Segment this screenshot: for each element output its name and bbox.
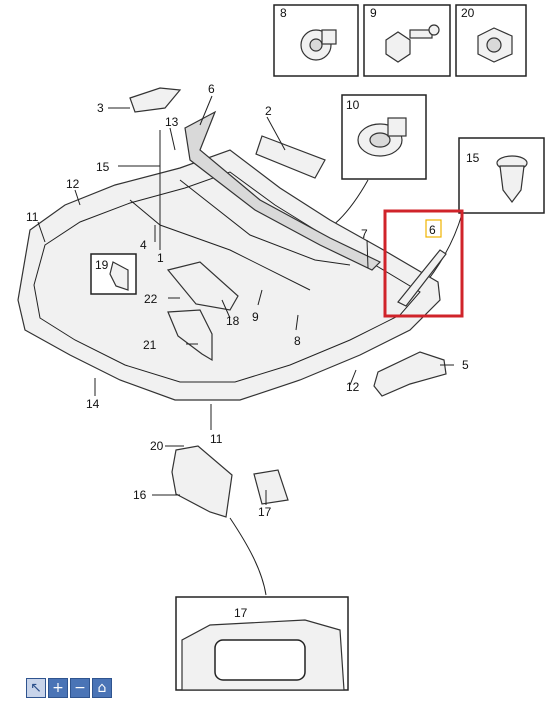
minus-icon[interactable]: − xyxy=(70,678,90,698)
diagram-toolbar: ↖ + − ⌂ xyxy=(26,678,112,698)
callout-19: 19 xyxy=(95,258,109,272)
highlight-selection xyxy=(383,209,464,318)
callout-7: 7 xyxy=(361,227,368,241)
callout-4: 4 xyxy=(140,238,147,252)
callout-22: 22 xyxy=(144,292,158,306)
callout-21: 21 xyxy=(143,338,157,352)
detail-box-10[interactable]: 10 xyxy=(341,94,427,180)
callout-11-bottom: 11 xyxy=(210,432,223,446)
detail-box-8[interactable]: 8 xyxy=(273,4,359,77)
callout-9: 9 xyxy=(252,310,259,324)
callout-20-top: 20 xyxy=(461,6,475,20)
detail-box-15[interactable]: 15 xyxy=(458,137,545,214)
callout-14: 14 xyxy=(86,397,100,411)
callout-12-left: 12 xyxy=(66,177,80,191)
label-box-6 xyxy=(425,219,442,238)
callout-2: 2 xyxy=(265,104,272,118)
callout-15-right: 15 xyxy=(466,151,480,165)
plus-icon[interactable]: + xyxy=(48,678,68,698)
detail-box-19[interactable]: 19 xyxy=(90,253,137,295)
detail-box-20[interactable]: 20 xyxy=(455,4,527,77)
callout-15: 15 xyxy=(96,160,110,174)
callout-13: 13 xyxy=(165,115,179,129)
callout-12-right: 12 xyxy=(346,380,360,394)
callout-8: 8 xyxy=(294,334,301,348)
callout-labels: 3 6 2 13 15 12 11 4 1 7 22 18 9 8 21 5 1… xyxy=(26,82,469,519)
detail-box-9[interactable]: 9 xyxy=(363,4,451,77)
callout-17: 17 xyxy=(258,505,272,519)
detail-box-17[interactable]: 17 xyxy=(175,596,349,691)
callout-8-top: 8 xyxy=(280,6,287,20)
callout-3: 3 xyxy=(97,101,104,115)
callout-1: 1 xyxy=(157,251,164,265)
callout-16: 16 xyxy=(133,488,147,502)
callout-9-top: 9 xyxy=(370,6,377,20)
leader-lines xyxy=(37,95,454,505)
callout-20: 20 xyxy=(150,439,164,453)
callout-5: 5 xyxy=(462,358,469,372)
callout-10: 10 xyxy=(346,98,360,112)
arrow-select-icon[interactable]: ↖ xyxy=(26,678,46,698)
callout-6: 6 xyxy=(208,82,215,96)
callout-11-left: 11 xyxy=(26,210,39,224)
callout-17-box: 17 xyxy=(234,606,248,620)
callout-6-highlight[interactable]: 6 xyxy=(429,223,436,237)
callout-18: 18 xyxy=(226,314,240,328)
home-icon[interactable]: ⌂ xyxy=(92,678,112,698)
